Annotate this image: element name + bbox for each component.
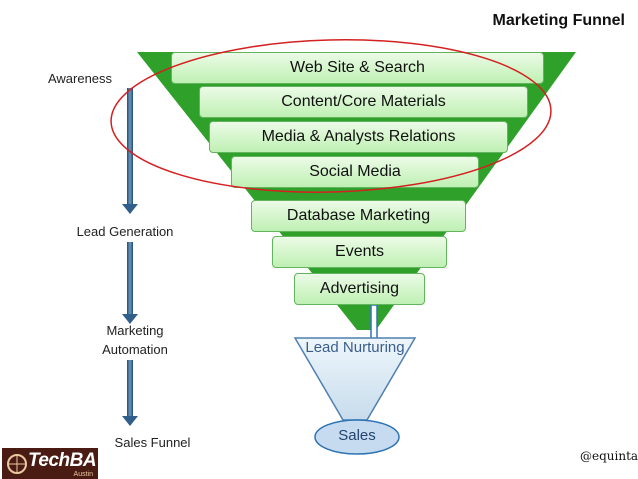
author-handle: @equintanilla [580, 449, 638, 463]
tactic-database-marketing: Database Marketing [251, 200, 466, 232]
stage-lead-generation: Lead Generation [76, 224, 174, 239]
lead-nurturing-label: Lead Nurturing [305, 339, 405, 356]
globe-icon [7, 454, 27, 474]
tactic-social-media: Social Media [231, 156, 479, 188]
tactic-content-core-materials: Content/Core Materials [199, 86, 528, 118]
awareness-arrow [122, 88, 138, 214]
marketing-automation-arrow [122, 360, 138, 426]
sales-ellipse [314, 419, 400, 455]
lead-generation-arrow [122, 242, 138, 324]
stage-awareness: Awareness [47, 71, 113, 86]
funnel-stem [370, 304, 378, 341]
tactic-events: Events [272, 236, 447, 268]
stage-sales-funnel: Sales Funnel [114, 435, 191, 450]
stage-marketing-automation: Marketing Automation [102, 323, 168, 357]
logo-text: TechBA [28, 450, 97, 471]
tactic-advertising: Advertising [294, 273, 425, 305]
logo-subtext: Austin [73, 471, 93, 478]
tactic-web-site-search: Web Site & Search [171, 52, 544, 84]
page-title: Marketing Funnel [492, 12, 625, 29]
techba-logo: TechBA Austin [2, 448, 98, 479]
sales-label: Sales [338, 427, 376, 444]
tactic-media-analysts-relations: Media & Analysts Relations [209, 121, 508, 153]
